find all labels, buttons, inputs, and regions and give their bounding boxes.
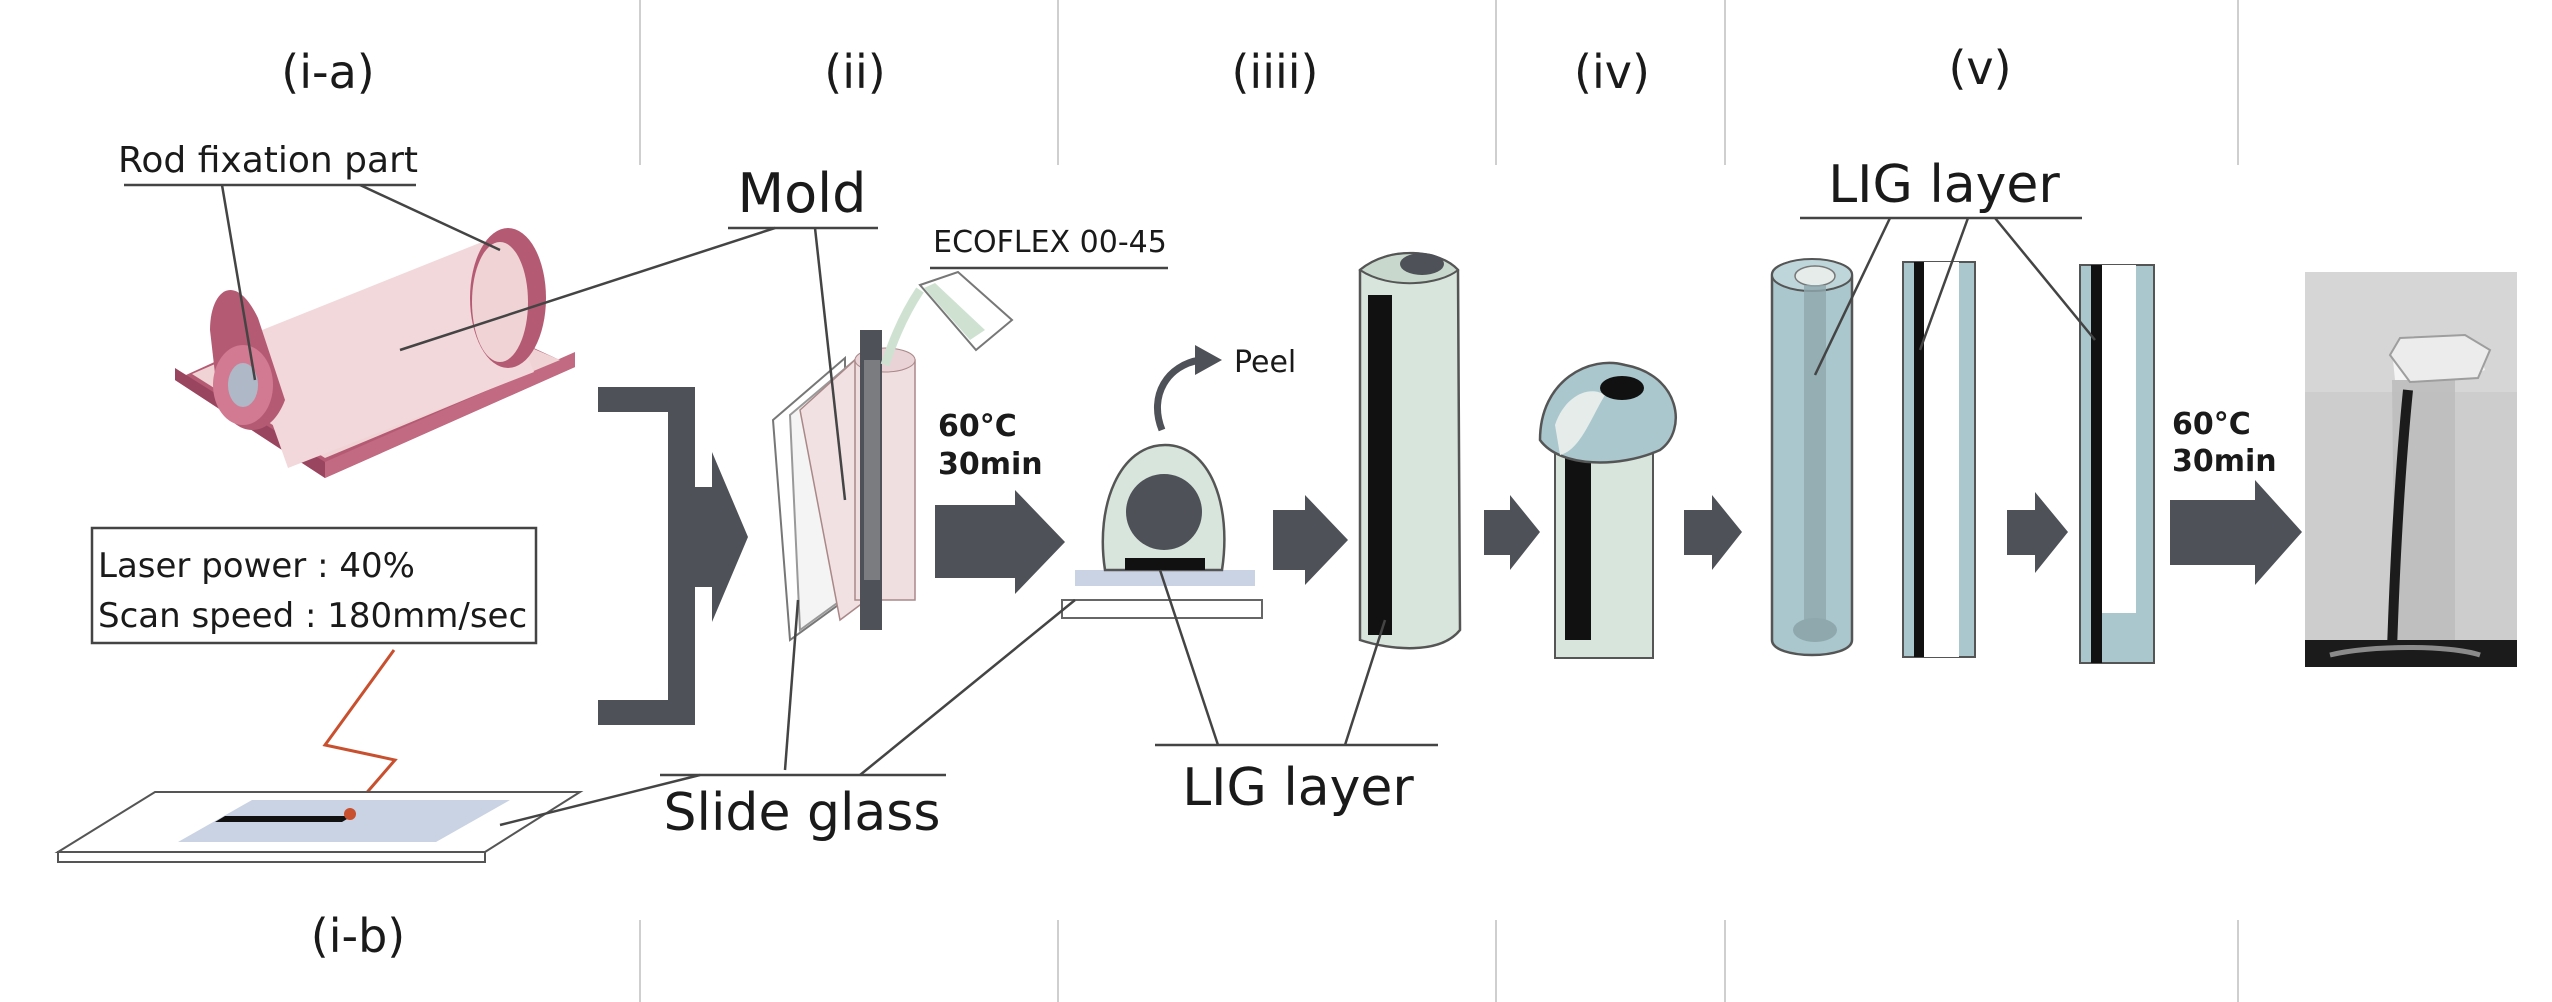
lig-tube-3d: [1770, 258, 1854, 657]
peel-label: Peel: [1234, 345, 1296, 380]
lig-tube-section-2: [2079, 264, 2155, 664]
lig-top-leader-3: [1994, 217, 2096, 341]
cure-time-2: 30min: [2172, 444, 2277, 479]
slide-glass-leader-1: [783, 599, 800, 771]
rod-fixation-mold: [175, 228, 575, 478]
mold-assembly: [771, 330, 916, 642]
rod-fixation-leader-2: [359, 183, 501, 252]
laser-power-text: Laser power : 40%: [98, 546, 415, 586]
ecoflex-label: ECOFLEX 00-45: [933, 225, 1167, 260]
lig-top-leader-1: [1813, 217, 1892, 376]
lig-layer-label-bottom: LIG layer: [1182, 758, 1414, 818]
peel-arrow: [1154, 356, 1201, 432]
slide-glass-laser: [54, 791, 584, 863]
laser-settings-box: [90, 526, 538, 645]
cure-temp-1: 60°C: [938, 409, 1017, 444]
step-label-iiii: (iiii): [1231, 45, 1318, 99]
step-label-ii: (ii): [824, 45, 885, 99]
mold-leader-1: [399, 226, 776, 352]
laser-beam: [322, 649, 398, 813]
final-product-photo: [2305, 272, 2517, 667]
lig-tube-section-1: [1902, 261, 1976, 658]
step-label-i-b: (i-b): [311, 909, 405, 963]
step-label-v: (v): [1948, 41, 2011, 95]
ecoflex-beaker: [880, 270, 1014, 367]
peel-specimen: [1061, 443, 1263, 619]
peel-arrow-head: [1195, 345, 1222, 375]
arrow-4: [1684, 495, 1742, 570]
cure-arrow-1: [935, 490, 1065, 594]
step-label-iv: (iv): [1574, 45, 1650, 99]
slide-glass-leader-2: [859, 599, 1076, 776]
slide-glass-label: Slide glass: [664, 783, 941, 843]
merge-bracket-arrow: [598, 387, 748, 725]
lig-layer-label-top: LIG layer: [1828, 155, 2060, 215]
folded-specimen: [1538, 361, 1677, 659]
cure-arrow-2: [2170, 480, 2302, 585]
lig-green-slab: [1358, 251, 1462, 650]
lig-bottom-leader-2: [1343, 619, 1387, 746]
scan-speed-text: Scan speed : 180mm/sec: [98, 596, 527, 636]
mold-label: Mold: [738, 162, 867, 225]
lig-top-leader-2: [1918, 217, 1970, 351]
mold-leader-2: [813, 227, 847, 501]
arrow-3: [1484, 495, 1540, 570]
arrow-2: [1273, 495, 1348, 585]
step-label-i-a: (i-a): [281, 45, 374, 99]
column-dividers: [639, 0, 2239, 1002]
arrow-5: [2007, 492, 2068, 573]
lig-bottom-leader-1: [1158, 569, 1220, 746]
rod-fixation-leader-1: [220, 184, 257, 381]
rod-fixation-label: Rod fixation part: [118, 140, 418, 181]
slide-glass-leader-3: [499, 773, 701, 827]
cure-time-1: 30min: [938, 447, 1043, 482]
cure-temp-2: 60°C: [2172, 407, 2251, 442]
